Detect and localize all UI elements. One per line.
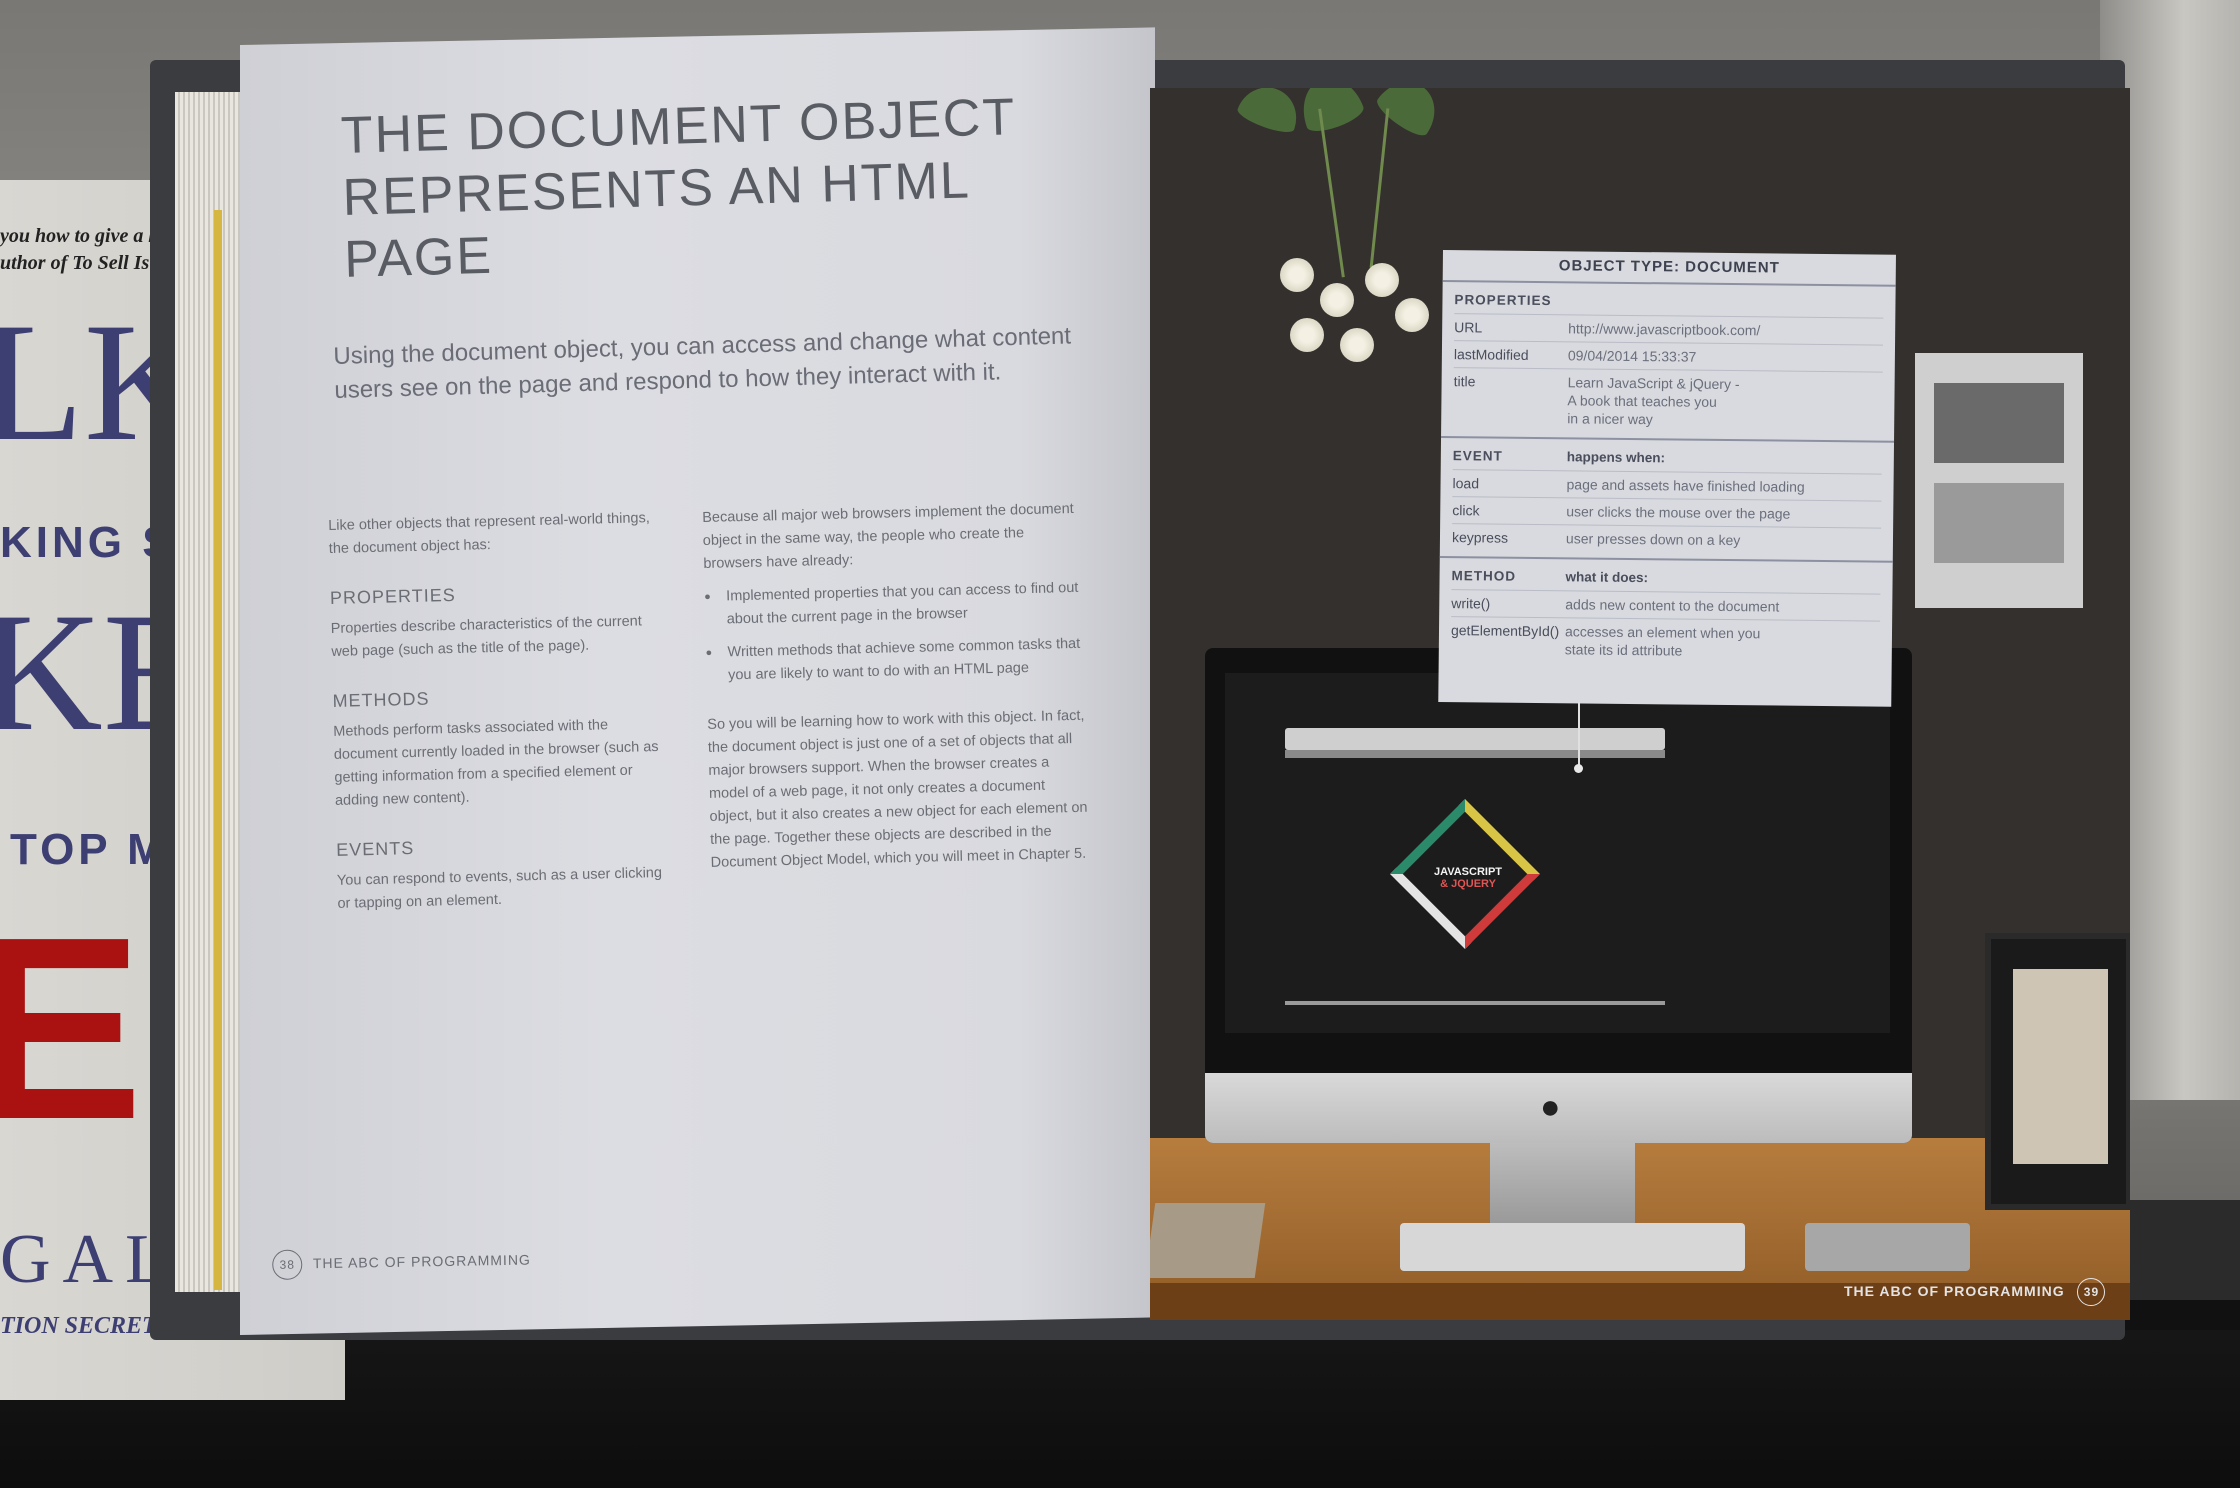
methods-section: METHOD what it does: write() adds new co… (1439, 558, 1893, 672)
event-name: click (1452, 502, 1480, 519)
left-page-footer: 38 THE ABC OF PROGRAMMING (272, 1245, 531, 1280)
events-header: EVENT happens when: (1453, 448, 1882, 467)
event-label: EVENT (1452, 448, 1503, 464)
desk-tray (1150, 1203, 1266, 1278)
photo-frame (1985, 933, 2130, 1210)
leaf (1234, 88, 1306, 138)
browser-scrollbar (1285, 1001, 1665, 1005)
leaf (1293, 88, 1367, 137)
bookmark-ribbon (214, 210, 222, 1290)
properties-label: PROPERTIES (1454, 292, 1552, 309)
footer-title: THE ABC OF PROGRAMMING (312, 1251, 532, 1272)
background-book-author: GAL (0, 1221, 180, 1298)
method-description: adds new content to the document (1565, 596, 1780, 615)
body-paragraph: So you will be learning how to work with… (707, 707, 1088, 871)
method-description: accesses an element when you state its i… (1564, 623, 1761, 659)
flower-stem (1318, 108, 1345, 278)
property-value: Learn JavaScript & jQuery - A book that … (1567, 374, 1740, 428)
logo-line: & JQUERY (1440, 878, 1496, 890)
framed-photo (2013, 969, 2108, 1164)
event-description: user presses down on a key (1565, 530, 1741, 549)
events-section: EVENT happens when: load page and assets… (1440, 438, 1894, 561)
properties-text: Properties describe characteristics of t… (330, 613, 642, 660)
event-name: load (1452, 475, 1480, 492)
orchid-flower (1340, 328, 1374, 362)
card-title: OBJECT TYPE: DOCUMENT (1442, 250, 1896, 287)
card-connector (1578, 702, 1580, 767)
event-name: keypress (1451, 529, 1509, 546)
logo-line: JAVASCRIPT (1433, 866, 1503, 878)
keyboard (1400, 1223, 1745, 1271)
right-page-footer: THE ABC OF PROGRAMMING 39 (1844, 1278, 2106, 1306)
notepad-image (1934, 383, 2064, 463)
orchid-flower (1290, 318, 1324, 352)
orchid-flower (1320, 283, 1354, 317)
methods-heading: METHODS (332, 688, 430, 711)
orchid-flower (1280, 258, 1314, 292)
bullet-item: Written methods that achieve some common… (705, 633, 1086, 688)
property-name: title (1453, 373, 1476, 390)
notepad (1915, 353, 2083, 608)
flower-stem (1369, 108, 1390, 268)
column-intro: Like other objects that represent real-w… (328, 510, 650, 557)
document-object-card: OBJECT TYPE: DOCUMENT PROPERTIES URL htt… (1438, 250, 1896, 707)
imac-chin (1205, 1073, 1912, 1143)
event-header: happens when: (1566, 449, 1666, 466)
event-row: keypress user presses down on a key (1451, 523, 1882, 555)
apple-logo-icon: ● (1540, 1088, 1561, 1126)
methods-text: Methods perform tasks associated with th… (333, 717, 659, 809)
browser-toolbar (1285, 728, 1665, 750)
table-shadow (0, 1330, 2240, 1488)
methods-header: METHOD what it does: (1452, 568, 1881, 587)
imac-stand (1490, 1143, 1635, 1223)
trackpad (1805, 1223, 1970, 1271)
footer-title: THE ABC OF PROGRAMMING (1844, 1283, 2065, 1299)
property-name: URL (1454, 319, 1483, 336)
notepad-image (1934, 483, 2064, 563)
properties-section: PROPERTIES URL http://www.javascriptbook… (1441, 282, 1896, 441)
property-value: http://www.javascriptbook.com/ (1568, 320, 1761, 339)
page-number: 38 (272, 1249, 303, 1280)
imac-screen (1225, 673, 1890, 1033)
method-label: METHOD (1451, 568, 1517, 584)
bullet-item: Implemented properties that you can acce… (704, 577, 1085, 632)
properties-heading: PROPERTIES (329, 584, 456, 608)
event-description: user clicks the mouse over the page (1566, 503, 1791, 522)
events-text: You can respond to events, such as a use… (336, 864, 663, 912)
property-value: 09/04/2014 15:33:37 (1567, 347, 1697, 365)
page-edges (175, 92, 245, 1292)
property-row: title Learn JavaScript & jQuery - A book… (1453, 367, 1883, 435)
method-name: write() (1451, 595, 1491, 612)
browser-tabs (1285, 750, 1665, 758)
method-header: what it does: (1565, 569, 1649, 586)
page-title: THE DOCUMENT OBJECT REPRESENTS AN HTML P… (340, 83, 1145, 291)
events-heading: EVENTS (335, 837, 415, 860)
book-logo-text: JAVASCRIPT & JQUERY (1416, 866, 1520, 890)
method-row: getElementById() accesses an element whe… (1450, 616, 1881, 666)
card-connector-dot (1574, 764, 1583, 773)
orchid-flower (1365, 263, 1399, 297)
orchid-flower (1395, 298, 1429, 332)
page-number: 39 (2077, 1278, 2106, 1306)
left-column: Like other objects that represent real-w… (328, 507, 668, 916)
method-name: getElementById() (1450, 622, 1560, 640)
property-name: lastModified (1453, 346, 1529, 363)
desk-edge (1150, 1283, 2130, 1320)
event-description: page and assets have finished loading (1566, 476, 1805, 495)
right-column: Because all major web browsers implement… (702, 498, 1091, 875)
column-intro: Because all major web browsers implement… (702, 500, 1074, 572)
